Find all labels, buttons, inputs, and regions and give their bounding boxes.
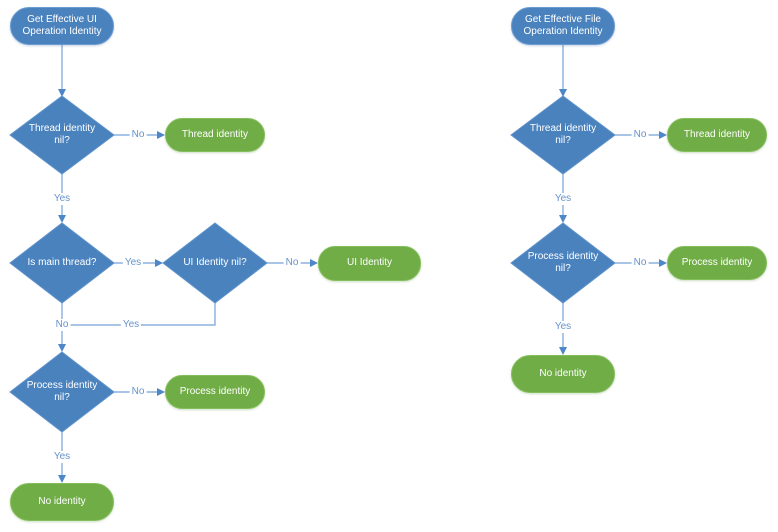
- node-l-result-ui: UI Identity: [318, 246, 421, 281]
- arrowhead-r-start-to-thread: [559, 89, 567, 97]
- node-l-end-no-identity: No identity: [10, 483, 114, 521]
- arrowhead-r-thread-no: [659, 131, 667, 139]
- edge-label-r-process-no: No: [631, 257, 649, 269]
- edge-label-l-ui-no: No: [283, 257, 301, 269]
- node-r-result-process: Process identity: [667, 246, 767, 280]
- edge-label-l-thread-yes: Yes: [51, 193, 73, 205]
- decision-l-process-nil: [9, 351, 115, 433]
- arrowhead-r-process-yes: [559, 347, 567, 355]
- arrowhead-r-thread-yes: [559, 215, 567, 223]
- node-label: Thread identity: [181, 128, 249, 140]
- edge-label-l-thread-no: No: [129, 129, 147, 141]
- edge-label-l-main-no: No: [53, 319, 71, 331]
- edge-label-r-thread-yes: Yes: [552, 193, 574, 205]
- node-r-end-no-identity: No identity: [511, 355, 615, 393]
- node-l-result-thread: Thread identity: [165, 118, 265, 152]
- node-label: No identity: [38, 495, 86, 507]
- decision-label-l-main-thread: Is main thread?: [27, 257, 97, 268]
- node-l-result-process: Process identity: [165, 375, 265, 409]
- decision-label-l-ui-nil: UI Identity nil?: [183, 257, 247, 268]
- arrowhead-l-thread-no: [157, 131, 165, 139]
- connector-l-ui-yes: [62, 303, 216, 326]
- arrowhead-l-start-to-thread: [58, 89, 66, 97]
- decision-r-process-nil: [510, 222, 616, 304]
- arrowhead-l-thread-yes: [58, 215, 66, 223]
- decision-l-thread-nil: [9, 95, 115, 175]
- edge-label-r-process-yes: Yes: [552, 321, 574, 333]
- edge-label-l-process-no: No: [129, 386, 147, 398]
- node-label: Get Effective UI Operation Identity: [22, 13, 102, 38]
- node-label: No identity: [539, 367, 587, 379]
- node-r-result-thread: Thread identity: [667, 118, 767, 152]
- decision-l-main-thread: [9, 222, 115, 304]
- decision-label-l-thread-nil: Thread identity nil?: [28, 123, 96, 146]
- arrowhead-l-to-process: [58, 344, 66, 352]
- node-label: Thread identity: [683, 128, 751, 140]
- arrowhead-l-main-yes: [155, 259, 163, 267]
- arrowhead-l-process-no: [157, 388, 165, 396]
- node-r-start: Get Effective File Operation Identity: [511, 7, 615, 45]
- node-label: Get Effective File Operation Identity: [523, 13, 603, 38]
- decision-l-ui-nil: [162, 222, 268, 304]
- node-label: Process identity: [681, 256, 753, 268]
- arrowhead-l-ui-no: [310, 259, 318, 267]
- edge-label-l-main-yes: Yes: [122, 257, 144, 269]
- arrowhead-l-process-yes: [58, 475, 66, 483]
- node-label: Process identity: [179, 385, 251, 397]
- edge-label-l-process-yes: Yes: [51, 451, 73, 463]
- node-l-start: Get Effective UI Operation Identity: [10, 7, 114, 45]
- node-label: UI Identity: [346, 257, 393, 269]
- decision-label-r-thread-nil: Thread identity nil?: [529, 123, 597, 146]
- edge-label-l-ui-yes: Yes: [120, 319, 142, 331]
- decision-label-r-process-nil: Process identity nil?: [527, 251, 599, 274]
- edge-label-r-thread-no: No: [631, 129, 649, 141]
- arrowhead-r-process-no: [659, 259, 667, 267]
- decision-label-l-process-nil: Process identity nil?: [26, 380, 98, 403]
- decision-r-thread-nil: [510, 95, 616, 175]
